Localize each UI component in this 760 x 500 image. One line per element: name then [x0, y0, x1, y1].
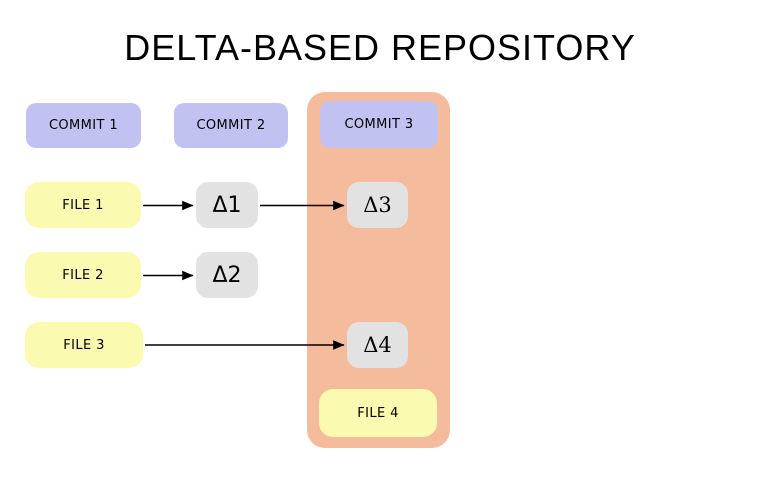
commit-1-label: COMMIT 1 — [48, 118, 119, 133]
delta-4-label: Δ4 — [363, 333, 392, 357]
commit-3-label: COMMIT 3 — [344, 117, 414, 132]
delta-1-label: Δ1 — [212, 192, 242, 218]
commit-2-node: COMMIT 2 — [174, 103, 288, 148]
delta-2-node: Δ2 — [196, 252, 258, 298]
file-1-node: FILE 1 — [25, 182, 141, 228]
commit-3-node: COMMIT 3 — [320, 101, 438, 148]
file-3-label: FILE 3 — [63, 337, 105, 353]
file-2-node: FILE 2 — [25, 252, 141, 298]
commit-2-label: COMMIT 2 — [196, 118, 266, 133]
delta-1-node: Δ1 — [196, 182, 258, 228]
diagram-title: DELTA-BASED REPOSITORY — [124, 27, 636, 68]
delta-4-node: Δ4 — [347, 322, 408, 368]
commit-1-node: COMMIT 1 — [26, 103, 141, 148]
delta-3-label: Δ3 — [363, 193, 392, 217]
file-2-label: FILE 2 — [62, 267, 104, 283]
file-4-label: FILE 4 — [357, 405, 399, 421]
file-1-label: FILE 1 — [62, 197, 104, 213]
file-3-node: FILE 3 — [25, 322, 143, 368]
delta-3-node: Δ3 — [347, 182, 408, 228]
file-4-node: FILE 4 — [319, 389, 437, 437]
commit3-container — [307, 92, 450, 448]
delta-2-label: Δ2 — [212, 262, 242, 288]
